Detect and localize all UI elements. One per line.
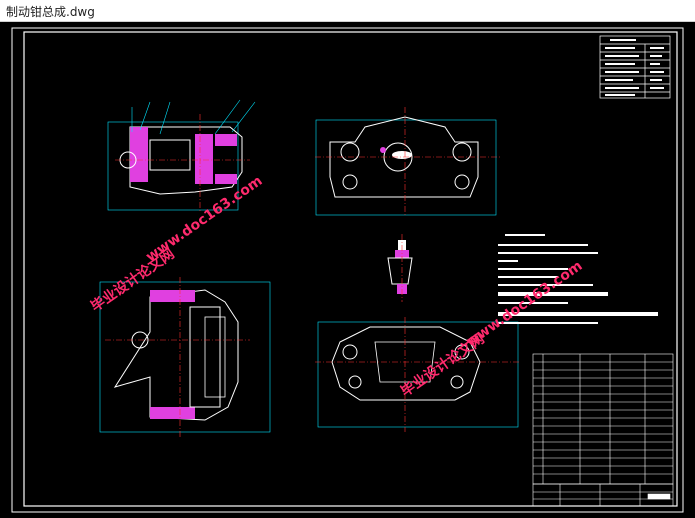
caliper-side-view xyxy=(99,277,271,437)
cad-drawing-canvas[interactable]: www.doc163.com 毕业设计论文网 www.doc163.com 毕业… xyxy=(0,22,695,518)
outer-border xyxy=(11,27,684,513)
title-block xyxy=(532,483,674,507)
watermark-name-upper: 毕业设计论文网 xyxy=(88,245,178,315)
bolt-detail-view xyxy=(387,234,413,302)
parameter-table xyxy=(599,35,671,99)
caliper-section-view xyxy=(107,99,256,212)
caliper-rear-view xyxy=(315,317,520,432)
cad-drawing: www.doc163.com 毕业设计论文网 www.doc163.com 毕业… xyxy=(11,27,684,513)
caliper-front-view xyxy=(315,107,500,217)
inner-border xyxy=(23,31,678,507)
window-titlebar: 制动钳总成.dwg xyxy=(0,0,695,22)
technical-notes xyxy=(498,234,658,324)
watermark-name-lower: 毕业设计论文网 xyxy=(398,330,488,400)
watermark-lower: www.doc163.com 毕业设计论文网 xyxy=(398,258,586,400)
bom-table xyxy=(532,353,674,485)
window-title: 制动钳总成.dwg xyxy=(6,5,95,19)
